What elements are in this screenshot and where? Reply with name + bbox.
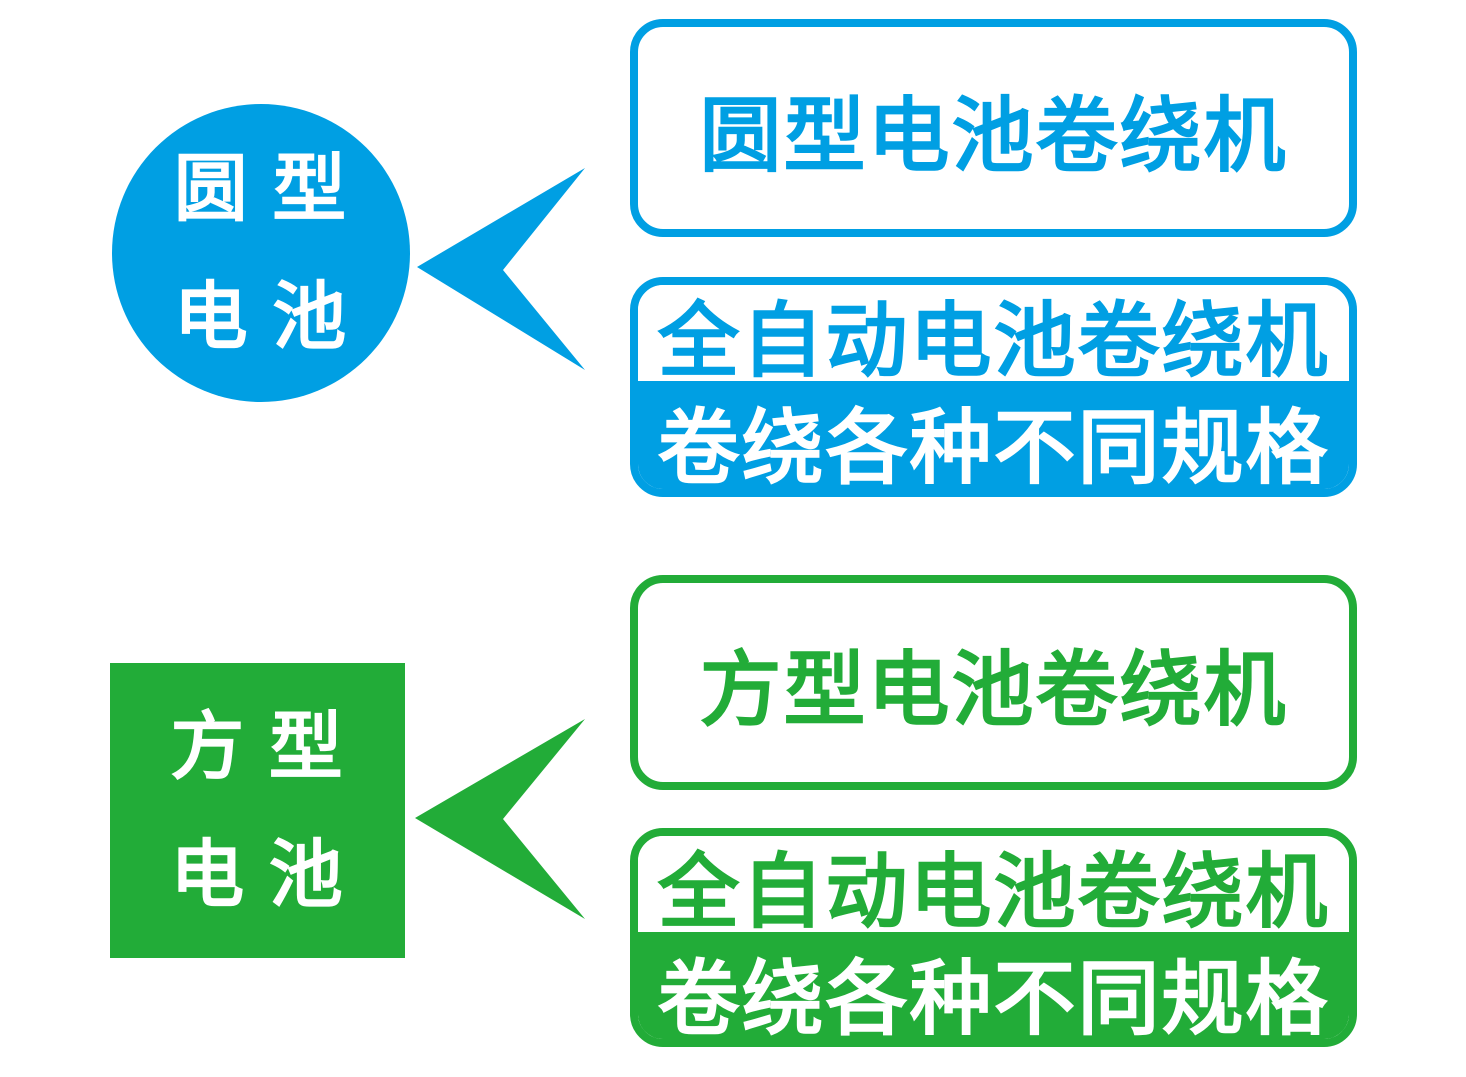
left-chevron-arrow-icon xyxy=(417,168,585,370)
square-battery-label-line2: 电 池 xyxy=(170,832,345,916)
round-auto-winder-box-subtitle: 卷绕各种不同规格 xyxy=(657,403,1330,494)
round-auto-winder-box-title: 全自动电池卷绕机 xyxy=(657,295,1330,387)
square-auto-winder-box: 全自动电池卷绕机 卷绕各种不同规格 xyxy=(630,828,1357,1047)
round-auto-winder-box-subtitle-row: 卷绕各种不同规格 xyxy=(638,381,1349,494)
round-battery-node: 圆 型 电 池 xyxy=(112,104,410,402)
square-auto-winder-box-title: 全自动电池卷绕机 xyxy=(657,846,1330,938)
round-auto-winder-box: 全自动电池卷绕机 卷绕各种不同规格 xyxy=(630,277,1357,497)
round-winder-box: 圆型电池卷绕机 xyxy=(630,19,1357,237)
square-battery-label-line1: 方 型 xyxy=(170,704,345,788)
square-auto-winder-box-subtitle-row: 卷绕各种不同规格 xyxy=(638,932,1349,1045)
square-auto-winder-box-title-row: 全自动电池卷绕机 xyxy=(638,836,1349,938)
square-winder-box-label: 方型电池卷绕机 xyxy=(699,645,1288,736)
round-auto-winder-box-title-row: 全自动电池卷绕机 xyxy=(638,285,1349,387)
round-battery-label-line2: 电 池 xyxy=(173,275,349,358)
square-winder-box: 方型电池卷绕机 xyxy=(630,575,1357,790)
round-winder-box-label: 圆型电池卷绕机 xyxy=(699,90,1288,182)
left-chevron-arrow-icon xyxy=(415,719,585,919)
square-auto-winder-box-subtitle: 卷绕各种不同规格 xyxy=(657,954,1330,1045)
round-battery-label-line1: 圆 型 xyxy=(173,147,349,230)
square-battery-node: 方 型 电 池 xyxy=(110,663,405,958)
